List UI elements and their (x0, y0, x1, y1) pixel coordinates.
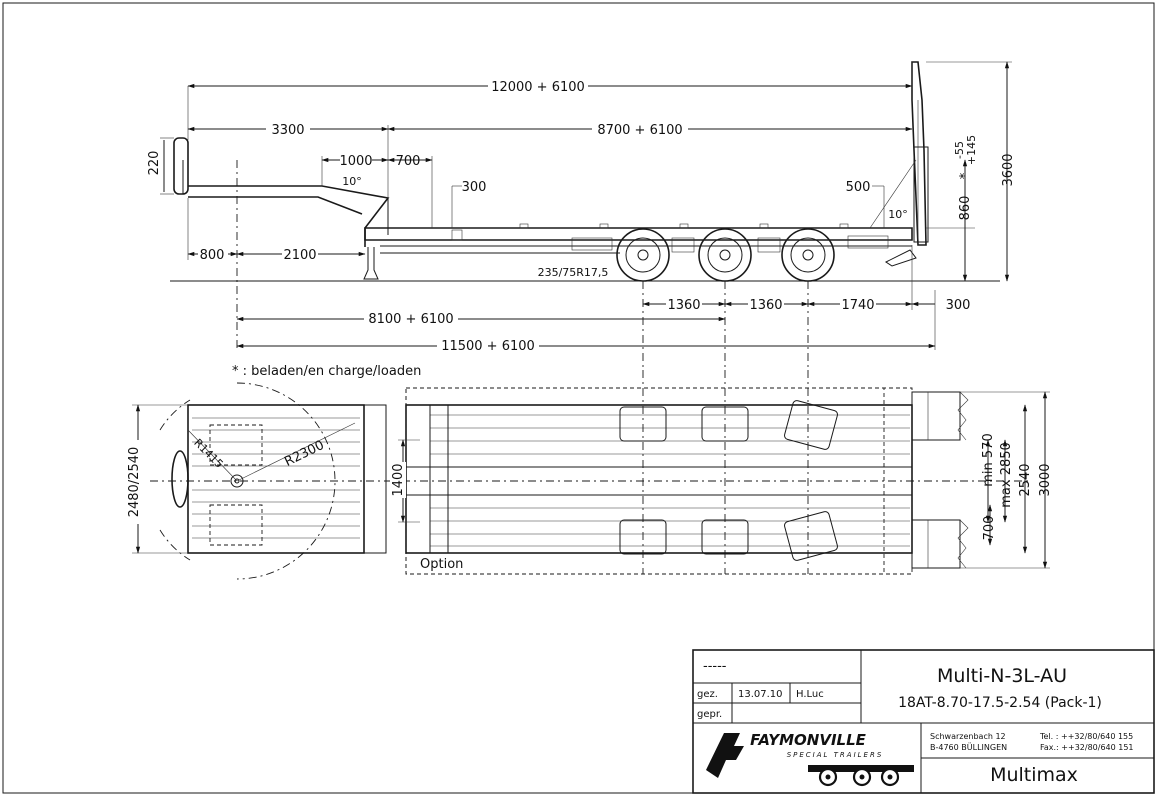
dim-axle-rear: 1740 (841, 298, 874, 313)
dim-rear-300: 300 (946, 298, 971, 313)
label-drawn: gez. (697, 689, 718, 700)
dim-platform-length: 8700 + 6100 (597, 123, 682, 138)
phone: Tel. : ++32/80/640 155 (1039, 732, 1133, 741)
rear-ramp (911, 61, 927, 246)
trailer-logo-icon (808, 765, 914, 787)
angle-rear: 10° (888, 208, 908, 221)
revision: ----- (703, 659, 727, 674)
dim-height-3600: 3600 (1001, 153, 1016, 186)
tyre-label: 235/75R17,5 (538, 266, 609, 279)
dim-tol-minus: -55 (953, 141, 966, 159)
dim-total-length: 12000 + 6100 (491, 80, 585, 95)
dim-11500: 11500 + 6100 (441, 339, 535, 354)
ramp-left (911, 391, 961, 441)
wheels-side (616, 228, 835, 282)
dim-gooseneck-length: 3300 (271, 123, 304, 138)
faymonville-logo-icon (706, 733, 744, 778)
product-line: Multimax (990, 764, 1078, 786)
brand-name: FAYMONVILLE (750, 731, 867, 749)
dim-min-570: min 570 (981, 433, 996, 486)
axle-groups-top (619, 400, 838, 561)
dim-kingpin-height: 220 (147, 151, 162, 176)
dim-axle-2: 1360 (749, 298, 782, 313)
wheel-1 (616, 228, 670, 282)
dim-front-2100: 2100 (283, 248, 316, 263)
dim-deck-860: 860 (958, 196, 973, 221)
side-view: 12000 + 6100 3300 8700 + 6100 220 1000 7… (147, 61, 1016, 370)
dim-neck-700: 700 (396, 154, 421, 169)
dim-width-front: 2480/2540 (127, 447, 142, 518)
brand-sub: SPECIAL TRAILERS (787, 751, 884, 759)
model-spec: 18AT-8.70-17.5-2.54 (Pack-1) (898, 695, 1102, 711)
ramp-right (911, 519, 961, 569)
dim-300-top: 300 (462, 180, 487, 195)
option-label: Option (420, 557, 463, 572)
drawing-date: 13.07.10 (738, 689, 783, 700)
wheel-3 (781, 228, 835, 282)
dim-3000: 3000 (1038, 463, 1053, 496)
dim-500: 500 (846, 180, 871, 195)
swing-radius-arc (236, 382, 336, 580)
label-checked: gepr. (697, 709, 722, 720)
dim-star: * (958, 172, 973, 179)
radius-r2300: R2300 (282, 438, 326, 470)
dim-700: 700 (982, 516, 997, 541)
kingpin-top (171, 450, 189, 508)
deck-details (451, 223, 889, 253)
dim-neck-1000: 1000 (339, 154, 372, 169)
fax: Fax.: ++32/80/640 151 (1040, 743, 1134, 752)
dim-1400: 1400 (391, 463, 406, 496)
gooseneck-outline (188, 185, 390, 247)
model-name: Multi-N-3L-AU (937, 665, 1067, 687)
angle-front: 10° (342, 175, 362, 188)
dim-8100: 8100 + 6100 (368, 312, 453, 327)
gooseneck-top (187, 404, 365, 554)
note-loaded: * : beladen/en charge/loaden (232, 364, 421, 379)
title-block: ----- gez. gepr. 13.07.10 H.Luc Multi-N-… (692, 649, 1155, 794)
wheel-2 (698, 228, 752, 282)
dim-tol-plus: +145 (965, 135, 978, 165)
radius-r1415: R1415 (191, 436, 225, 470)
support-leg (363, 247, 379, 280)
dim-front-800: 800 (200, 248, 225, 263)
top-view: R2300 R1415 2480/2540 Option 1400 (126, 370, 1053, 580)
address-2: B-4760 BÜLLINGEN (930, 742, 1007, 752)
main-deck (364, 227, 913, 241)
drawing-author: H.Luc (796, 689, 824, 700)
dim-max-2850: max 2850 (999, 442, 1014, 508)
kingpin-plate (173, 137, 189, 195)
dim-axle-1: 1360 (667, 298, 700, 313)
dim-2540: 2540 (1018, 463, 1033, 496)
deck-top (405, 404, 913, 554)
address-1: Schwarzenbach 12 (930, 732, 1006, 741)
